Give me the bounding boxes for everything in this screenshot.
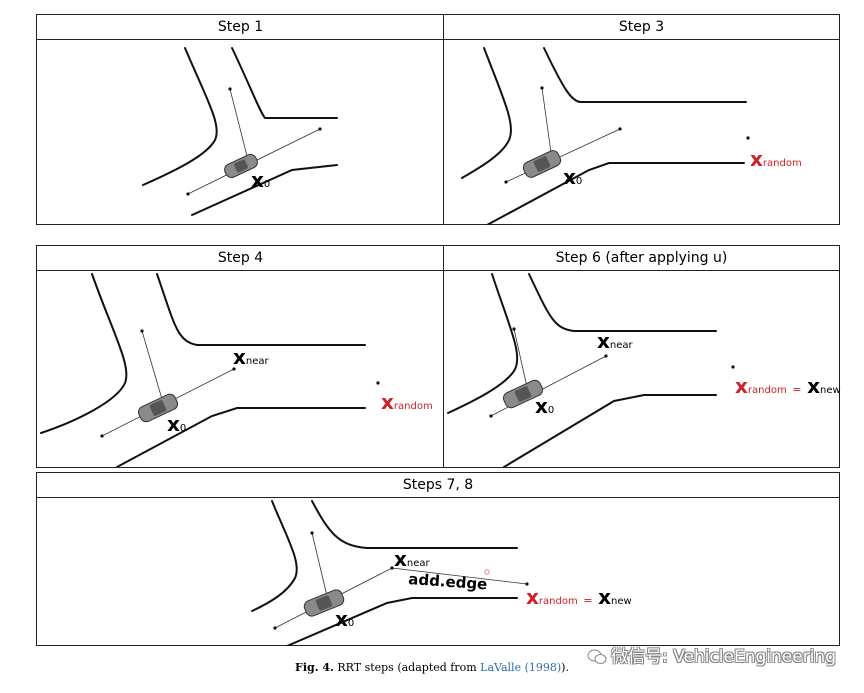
label-x0: x0: [167, 412, 187, 436]
road-scene: [461, 47, 750, 225]
wechat-icon: [587, 649, 607, 664]
label-x-random: xrandom: [750, 147, 802, 171]
road-scene: [447, 273, 735, 467]
label-x-random-equals-x-new: xrandom = xnew: [526, 585, 632, 609]
road-scene: [40, 273, 380, 467]
road-edges: [251, 500, 518, 646]
tree-nodes: [273, 531, 529, 630]
caption-figure-number: Fig. 4.: [295, 661, 334, 674]
road-scene: [251, 500, 529, 646]
car-icon: [502, 379, 544, 409]
tree-nodes: [186, 87, 322, 196]
watermark-text: 微信号: VehicleEngineering: [611, 647, 836, 667]
label-x0: x0: [335, 607, 355, 631]
label-x0: x0: [535, 394, 555, 418]
panel-step-6: Step 6 (after applying u) x0 xnear xrand…: [443, 245, 841, 468]
label-x0: x0: [563, 165, 583, 189]
figure-caption: Fig. 4. RRT steps (adapted from LaValle …: [0, 661, 864, 674]
tree-nodes: [489, 327, 735, 418]
panel-step-3: Step 3 x0 xrandom: [443, 14, 840, 225]
road-edges: [142, 47, 338, 216]
watermark: 微信号: VehicleEngineering: [587, 642, 836, 667]
road-edges: [461, 47, 747, 225]
label-x-near: xnear: [394, 547, 430, 571]
label-x-near: xnear: [597, 329, 633, 353]
road-scene: [142, 47, 338, 216]
tree-nodes: [100, 329, 380, 438]
panel-title: Step 3: [444, 15, 839, 40]
label-x-random-equals-x-new: xrandom = xnew: [735, 374, 841, 398]
label-x-random: xrandom: [381, 390, 433, 414]
panel-title: Step 6 (after applying u): [444, 246, 839, 271]
caption-text: RRT steps (adapted from: [337, 661, 477, 674]
panel-title: Step 1: [37, 15, 444, 40]
label-x-near: xnear: [233, 345, 269, 369]
tree-nodes: [504, 86, 750, 184]
panel-title: Step 4: [37, 246, 444, 271]
panel-steps-7-8: Steps 7, 8 x0 xnear add.edge xrandom = x…: [36, 472, 840, 646]
caption-text-end: ).: [561, 661, 569, 674]
car-icon: [224, 153, 258, 179]
panel-step-1: Step 1 x0: [36, 14, 445, 225]
car-icon: [303, 589, 345, 617]
car-icon: [137, 393, 179, 423]
panel-step-4: Step 4 x0 xnear xrandom: [36, 245, 445, 468]
road-edges: [40, 273, 366, 467]
sample-marker: [484, 569, 490, 575]
car-icon: [522, 150, 562, 178]
panel-title: Steps 7, 8: [37, 473, 839, 498]
road-edges: [447, 273, 717, 467]
caption-citation-link[interactable]: LaValle (1998): [480, 661, 562, 674]
label-x0: x0: [251, 168, 271, 192]
